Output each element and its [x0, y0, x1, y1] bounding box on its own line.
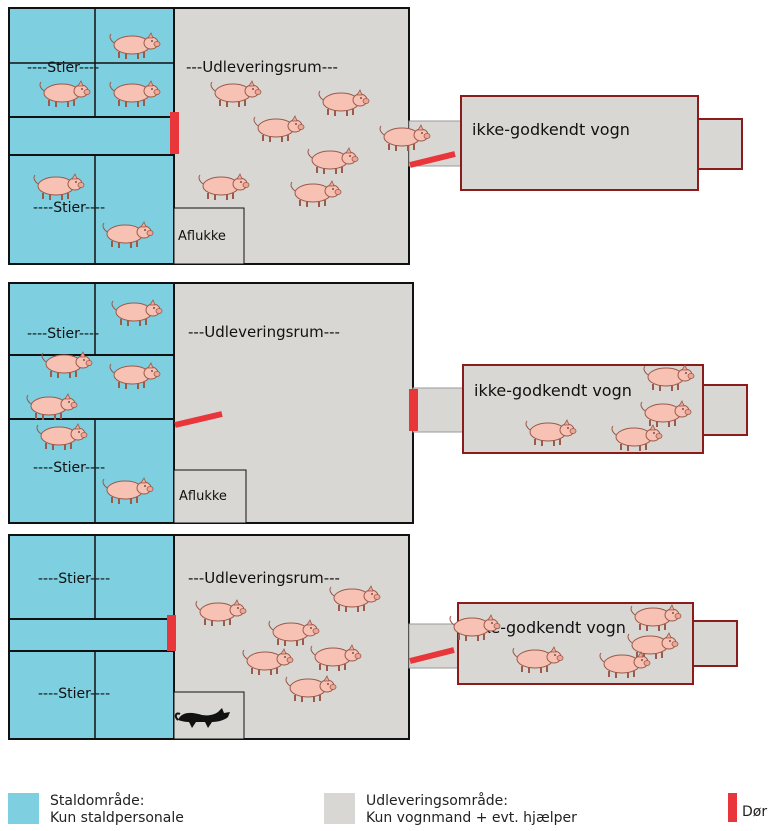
door-open	[174, 411, 223, 428]
legend-stable-title: Staldområde:	[50, 793, 145, 809]
stier-label: ----Stier----	[27, 326, 99, 342]
vehicle-cab	[697, 118, 743, 170]
room-label: ---Udleveringsrum---	[186, 58, 338, 76]
aflukke-label: Aflukke	[179, 489, 227, 504]
door	[170, 112, 179, 154]
aflukke-label: Aflukke	[178, 229, 226, 244]
vehicle-cab	[692, 620, 738, 667]
stier-label: ----Stier----	[33, 460, 105, 476]
door	[167, 615, 176, 651]
room-label: ---Udleveringsrum---	[188, 569, 340, 587]
legend-door: Dør	[728, 793, 776, 829]
stier-label: ----Stier----	[38, 686, 110, 702]
vehicle-label: ikke-godkendt vogn	[474, 381, 632, 400]
legend-stable: Staldområde: Kun staldpersonale	[8, 793, 308, 829]
cat-icon	[174, 708, 230, 728]
door-open	[409, 151, 456, 168]
vehicle-label: ikke-godkendt vogn	[472, 120, 630, 139]
stable-swatch	[8, 793, 39, 824]
stier-label: ----Stier----	[38, 571, 110, 587]
pen-bottom	[8, 650, 175, 740]
corridor	[8, 618, 175, 652]
aflukke-box	[173, 207, 245, 265]
stier-label: ----Stier----	[27, 60, 99, 76]
door	[409, 389, 418, 431]
panel-2: ----Stier---- ----Stier---- ---Udleverin…	[8, 282, 748, 524]
stier-label: ----Stier----	[33, 200, 105, 216]
corridor	[8, 116, 175, 156]
panel-3: ----Stier---- ----Stier---- ---Udleverin…	[8, 534, 738, 740]
door-open	[409, 647, 455, 664]
legend-delivery: Udleveringsområde: Kun vognmand + evt. h…	[324, 793, 664, 829]
delivery-diagram: ----Stier---- ----Stier---- ---Udleverin…	[8, 7, 748, 740]
door-swatch	[728, 793, 737, 822]
legend-door-label: Dør	[742, 804, 768, 820]
delivery-swatch	[324, 793, 355, 824]
vehicle	[460, 95, 699, 191]
vehicle-cab	[702, 384, 748, 436]
pen-top	[8, 282, 175, 356]
vehicle-label: ikke-godkendt vogn	[468, 618, 626, 637]
panel-1: ----Stier---- ----Stier---- ---Udleverin…	[8, 7, 743, 265]
ramp	[408, 120, 462, 167]
room-label: ---Udleveringsrum---	[188, 323, 340, 341]
legend-delivery-title: Udleveringsområde:	[366, 793, 508, 809]
pen-top	[8, 534, 175, 620]
legend-delivery-desc: Kun vognmand + evt. hjælper	[366, 810, 577, 826]
aflukke-box	[173, 469, 247, 524]
legend-stable-desc: Kun staldpersonale	[50, 810, 184, 826]
ramp	[412, 387, 464, 433]
pen-bottom	[8, 154, 175, 265]
